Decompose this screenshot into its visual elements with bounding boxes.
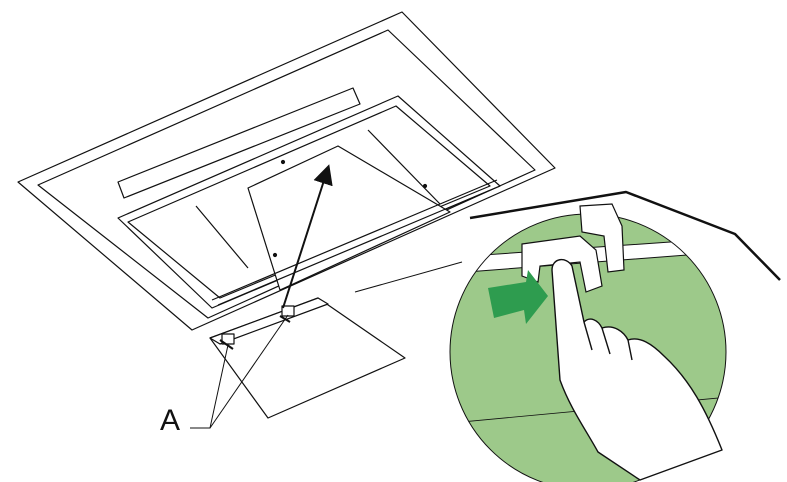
hood-divider-left [195, 205, 249, 269]
panel-clip-right [281, 305, 295, 317]
callout-leaders [190, 314, 291, 429]
filter-panel-body [209, 297, 406, 419]
hood-screw [272, 252, 278, 258]
hood-filter-channel [247, 145, 451, 291]
detail-hood-edge [469, 190, 781, 281]
hood-divider-right [367, 129, 441, 205]
hood-rail-line-2 [217, 185, 501, 306]
detail-clip-bracket [521, 203, 625, 293]
finger-hand-icon [551, 259, 723, 481]
install-arrow-icon [282, 164, 333, 309]
hood-screw [422, 183, 428, 189]
hood-light-strip [117, 87, 361, 199]
push-direction-arrow-icon [488, 270, 548, 324]
detail-leader-line [354, 261, 463, 293]
hood-screw [280, 159, 286, 165]
filter-panel [209, 297, 406, 419]
hood-rail-line [211, 179, 498, 301]
hood-housing [17, 11, 556, 331]
panel-clip-left [221, 333, 235, 345]
callout-label-a: A [160, 404, 181, 437]
